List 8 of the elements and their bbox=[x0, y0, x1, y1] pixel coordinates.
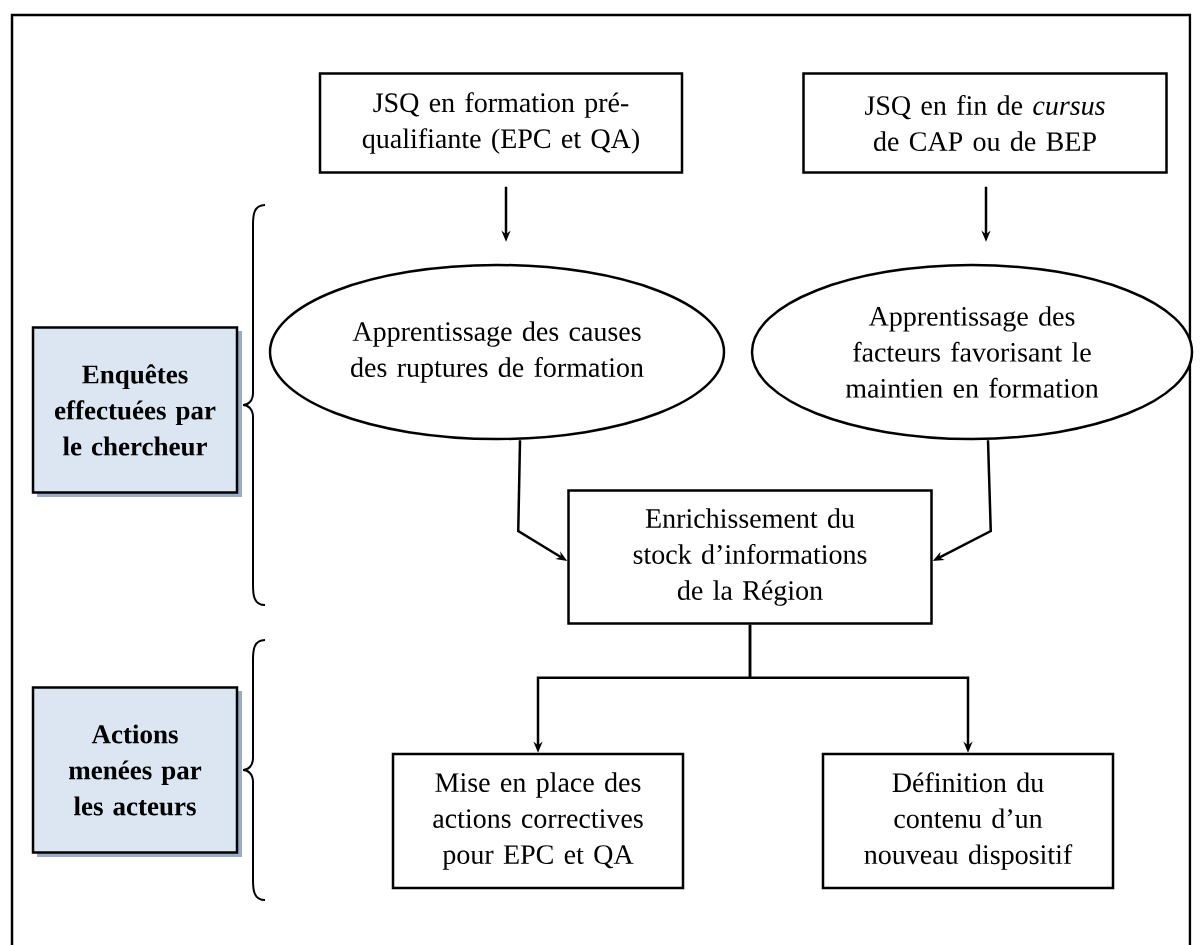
process-box: Enrichissement du stock d’informations de la Région bbox=[567, 489, 933, 625]
process-box: JSQ en formation pré-qualifiante (EPC et QA) bbox=[318, 72, 684, 174]
section-label-box: Enquêtes effectuées par le chercheur bbox=[31, 326, 242, 497]
process-box: JSQ en fin de cursus de CAP ou de BEP bbox=[802, 72, 1168, 174]
process-box: Mise en place des actions correctives pour EPC et QA bbox=[391, 752, 685, 890]
process-box: Définition du contenu d’un nouveau dispositif bbox=[821, 752, 1115, 890]
node-label: Apprentissage des facteurs favorisant le maintien en formation bbox=[845, 306, 1099, 398]
section-label-box: Actions menées par les acteurs bbox=[31, 686, 242, 857]
